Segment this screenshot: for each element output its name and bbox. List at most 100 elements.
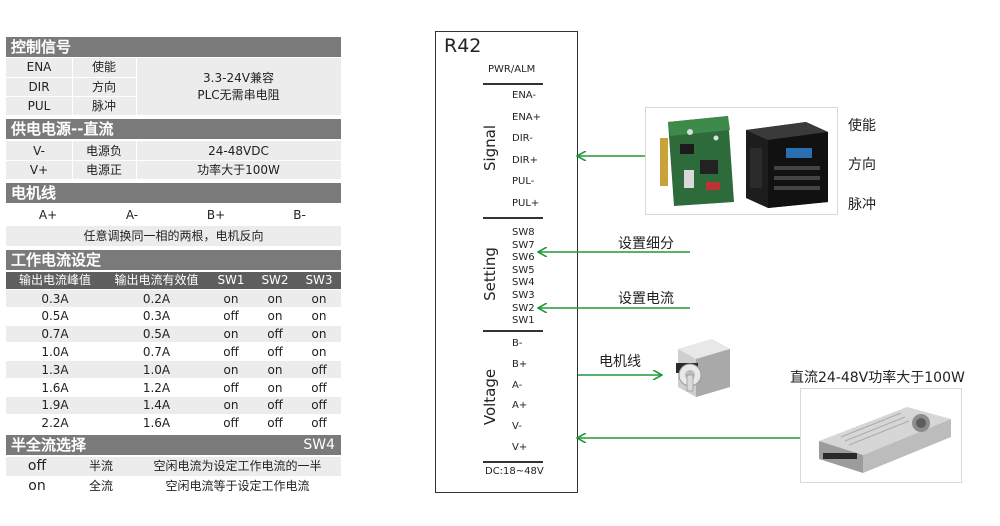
current-row <box>6 396 341 414</box>
half-name-off: 半流 <box>88 459 113 473</box>
signal-terminal-5: PUL- <box>512 176 535 187</box>
current-cell: on <box>311 291 327 306</box>
voltage-terminal-2: B+ <box>512 358 528 370</box>
voltage-terminal-3: A- <box>512 379 523 391</box>
power-sig-1: V- <box>33 144 45 158</box>
power-name-1: 电源负 <box>85 144 122 158</box>
label-set-subdivision: 设置细分 <box>618 236 674 252</box>
control-note-1: 3.3-24V兼容 <box>203 71 274 85</box>
setting-terminal-5: SW4 <box>512 277 535 289</box>
current-cell: on <box>223 327 239 342</box>
current-cell: 2.2A <box>41 416 69 431</box>
header-peak: 输出电流峰值 <box>18 273 91 287</box>
setting-terminal-8: SW1 <box>512 315 535 327</box>
setting-terminal-7: SW2 <box>512 302 535 314</box>
motor-section-header: 电机线 <box>6 183 341 203</box>
current-cell: off <box>311 380 327 395</box>
header-sw1: SW1 <box>217 273 245 287</box>
current-cell: on <box>223 362 239 377</box>
current-cell: on <box>223 291 239 306</box>
separator-dc <box>483 461 543 463</box>
power-desc-1: 24-48VDC <box>208 144 269 158</box>
header-sw3: SW3 <box>305 273 333 287</box>
current-row <box>6 361 341 378</box>
power-title: 供电电源--直流 <box>11 120 114 138</box>
plc-icon <box>746 122 828 208</box>
current-cell: off <box>267 398 283 413</box>
driver-model: R42 <box>444 35 482 57</box>
current-cell: off <box>223 344 239 359</box>
setting-terminal-3: SW6 <box>512 252 535 264</box>
current-cell: 1.9A <box>41 398 69 413</box>
controller-image <box>645 107 838 215</box>
current-title: 工作电流设定 <box>11 251 102 269</box>
current-cell: 1.0A <box>41 344 69 359</box>
power-sig-2: V+ <box>29 163 49 177</box>
separator-voltage <box>483 330 543 332</box>
motor-pins-bg <box>6 205 341 225</box>
current-cell: off <box>311 362 327 377</box>
current-row <box>6 325 341 343</box>
half-state-off: off <box>27 458 47 474</box>
half-row-1-bg <box>6 457 341 476</box>
voltage-terminal-1: B- <box>512 338 523 349</box>
half-desc-on: 空闲电流等于设定工作电流 <box>165 479 310 493</box>
voltage-terminal-4: A+ <box>512 400 528 412</box>
label-direction: 方向 <box>848 157 876 173</box>
current-cell: 1.6A <box>41 380 69 395</box>
current-cell: on <box>311 309 327 324</box>
current-section-header: 工作电流设定 <box>6 250 341 270</box>
dc-range-label: DC:18~48V <box>485 466 544 477</box>
power-name-2: 电源正 <box>85 163 122 177</box>
current-row <box>6 290 341 307</box>
half-state-on: on <box>28 478 46 494</box>
motion-card-icon <box>660 116 734 206</box>
current-cell: on <box>311 327 327 342</box>
current-cell: on <box>267 309 283 324</box>
setting-terminal-1: SW8 <box>512 227 535 238</box>
current-cell: 1.3A <box>41 362 69 377</box>
current-cell: on <box>267 291 283 306</box>
current-cell: off <box>223 380 239 395</box>
control-note-2: PLC无需串电阻 <box>197 88 280 102</box>
signal-terminal-1: ENA- <box>512 90 537 101</box>
current-cell: 1.2A <box>142 380 171 395</box>
current-cell: off <box>311 416 327 431</box>
current-cell: 0.3A <box>142 309 171 324</box>
current-cell: 0.2A <box>142 291 171 306</box>
current-cell: 1.6A <box>142 416 171 431</box>
control-name-1: 使能 <box>91 60 116 74</box>
pwr-alm-label: PWR/ALM <box>488 64 536 75</box>
signal-terminal-6: PUL+ <box>512 197 540 209</box>
motor-pin-b-plus: B+ <box>206 208 226 222</box>
current-cell: off <box>311 398 327 413</box>
label-enable: 使能 <box>848 118 876 134</box>
current-cell: off <box>267 344 283 359</box>
control-rows-bg <box>6 58 341 115</box>
current-cell: 1.0A <box>142 362 171 377</box>
motor-pin-a-minus: A- <box>125 208 139 222</box>
setting-terminal-6: SW3 <box>512 290 535 301</box>
power-desc-2: 功率大于100W <box>197 163 280 177</box>
label-motor-wire: 电机线 <box>599 354 641 370</box>
current-cell: off <box>223 309 239 324</box>
current-cell: 0.5A <box>41 309 69 324</box>
half-section-header: 半全流选择 SW4 <box>6 435 341 455</box>
current-row <box>6 307 341 325</box>
current-table-header: 输出电流峰值 输出电流有效值 SW1 SW2 SW3 <box>6 272 341 289</box>
psu-image <box>800 388 962 483</box>
separator-setting <box>483 217 543 219</box>
current-cell: off <box>267 416 283 431</box>
control-section-header: 控制信号 <box>6 37 341 57</box>
motor-note: 任意调换同一相的两根，电机反向 <box>83 229 264 243</box>
current-cell: on <box>267 380 283 395</box>
control-sig-3: PUL <box>27 99 51 113</box>
current-row <box>6 379 341 396</box>
signal-terminal-4: DIR+ <box>512 154 538 166</box>
current-cell: 1.4A <box>142 398 171 413</box>
current-row <box>6 343 341 361</box>
label-psu: 直流24-48V功率大于100W <box>790 370 965 386</box>
motor-pin-b-minus: B- <box>293 208 306 222</box>
control-sig-1: ENA <box>26 60 52 74</box>
